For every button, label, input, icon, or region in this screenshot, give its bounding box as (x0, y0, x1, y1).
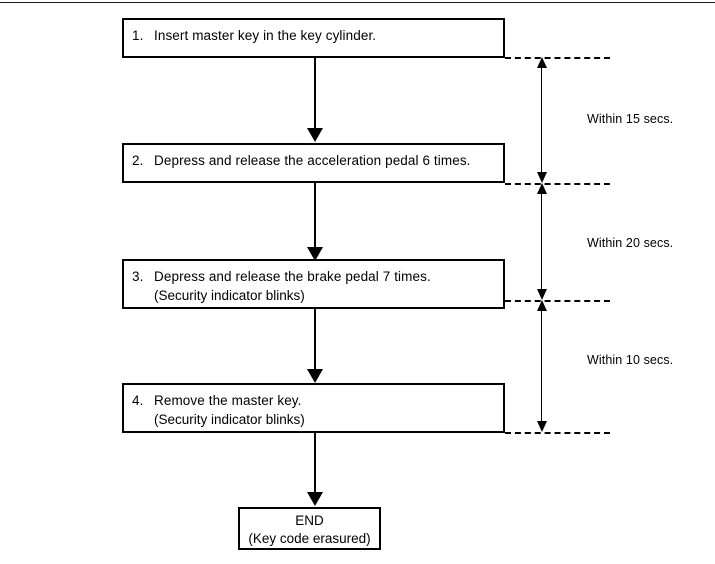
flow-arrowhead-4-end (307, 492, 323, 506)
step-3-note: (Security indicator blinks) (154, 288, 305, 303)
dimension-arrowhead-3-bottom (537, 421, 547, 432)
flow-connector-3-4 (314, 309, 316, 371)
step-4-note: (Security indicator blinks) (154, 412, 305, 427)
step-2-text: 2.Depress and release the acceleration p… (132, 153, 471, 168)
dashed-extension-line-mid1 (505, 183, 610, 185)
step-box-2: 2.Depress and release the acceleration p… (122, 143, 505, 183)
dashed-extension-line-bottom (505, 432, 610, 434)
flow-arrowhead-1-2 (307, 128, 323, 142)
flow-connector-2-3 (314, 183, 316, 249)
flow-connector-1-2 (314, 58, 316, 130)
dimension-arrowhead-2-bottom (537, 289, 547, 300)
step-3-text: 3.Depress and release the brake pedal 7 … (132, 269, 431, 284)
dimension-line-1 (541, 59, 542, 181)
flow-connector-4-end (314, 433, 316, 493)
end-label: END (295, 513, 324, 528)
dashed-extension-line-top (505, 57, 610, 59)
timing-label-2: Within 20 secs. (587, 236, 674, 250)
dimension-arrowhead-1-top (537, 57, 547, 68)
step-1-text: 1.Insert master key in the key cylinder. (132, 28, 377, 43)
flow-arrowhead-2-3 (307, 247, 323, 261)
step-3-number: 3. (132, 269, 144, 284)
end-sublabel: (Key code erasured) (248, 531, 371, 546)
flow-arrowhead-3-4 (307, 369, 323, 383)
timing-label-3: Within 10 secs. (587, 353, 674, 367)
dimension-arrowhead-1-bottom (537, 172, 547, 183)
step-box-4: 4.Remove the master key. (Security indic… (122, 383, 505, 433)
end-terminator-box: END (Key code erasured) (238, 507, 381, 550)
dimension-arrowhead-3-top (537, 300, 547, 311)
dimension-line-3 (541, 302, 542, 430)
dimension-line-2 (541, 185, 542, 298)
top-divider-rule (0, 2, 715, 3)
dimension-arrowhead-2-top (537, 183, 547, 194)
step-box-3: 3.Depress and release the brake pedal 7 … (122, 259, 505, 309)
step-box-1: 1.Insert master key in the key cylinder. (122, 18, 505, 58)
dashed-extension-line-mid2 (505, 300, 610, 302)
step-4-number: 4. (132, 393, 144, 408)
step-4-text: 4.Remove the master key. (132, 393, 302, 408)
step-2-number: 2. (132, 153, 144, 168)
timing-label-1: Within 15 secs. (587, 112, 674, 126)
step-1-number: 1. (132, 28, 144, 43)
